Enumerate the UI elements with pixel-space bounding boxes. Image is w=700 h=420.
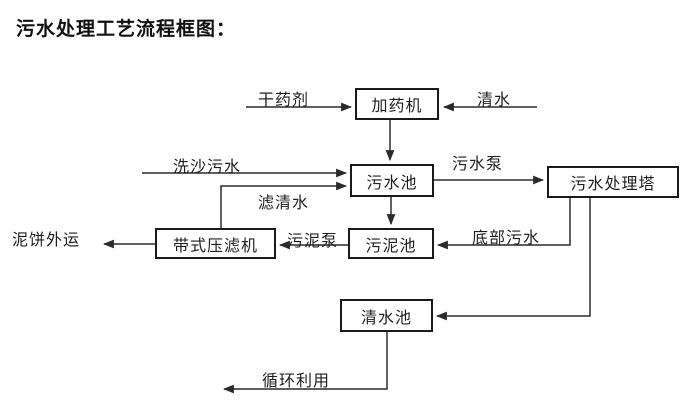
node-sludge-pool: 污泥池 — [348, 228, 434, 259]
node-sewage-pool: 污水池 — [350, 164, 434, 197]
edge-label-bottom-sewage: 底部污水 — [472, 230, 541, 247]
node-dosing-machine: 加药机 — [355, 88, 439, 120]
edge-label-mud-cake-out: 泥饼外运 — [12, 232, 81, 249]
edge-label-sewage-pump: 污水泵 — [452, 156, 504, 173]
node-treatment-tower: 污水处理塔 — [547, 166, 679, 198]
edge-label-sand-washing-sewage: 洗沙污水 — [173, 159, 242, 176]
edge-label-recycling: 循环利用 — [262, 373, 331, 390]
node-clean-water-pool: 清水池 — [340, 299, 433, 332]
node-belt-filter-press: 带式压滤机 — [155, 228, 276, 259]
edge-recycling-arrow — [222, 332, 388, 394]
edge-label-filtered-water: 滤清水 — [258, 195, 310, 212]
edge-label-sludge-pump: 污泥泵 — [287, 233, 339, 250]
edge-tower-to-clean-pool-arrow — [435, 198, 591, 321]
edge-filtered-water-arrow — [220, 181, 348, 228]
edge-bottom-sewage-arrow — [436, 198, 571, 250]
edge-label-clean-water: 清水 — [477, 92, 512, 109]
edge-label-dry-agent: 干药剂 — [258, 92, 310, 109]
page-title: 污水处理工艺流程框图： — [16, 19, 237, 40]
